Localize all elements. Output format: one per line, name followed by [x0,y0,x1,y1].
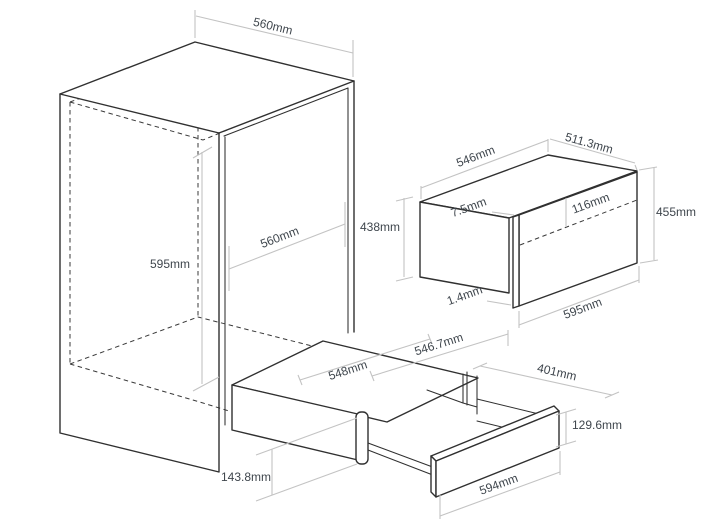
dim-label-drawer-inner-width: 546.7mm [413,330,465,358]
drawer-panel-side-strip [430,455,437,498]
dim-line-drawer-housing-width [299,338,431,381]
dim-line-unit-top-depth [549,138,636,164]
niche-top-inner-edge [223,87,349,137]
niche-inner-bottom-back [69,316,317,365]
dim-tick [638,166,658,171]
dim-label-niche-inner-depth: 560mm [258,224,300,251]
dim-line-drawer-extension [479,365,613,396]
dim-tick [472,362,488,370]
niche-front-outline [59,93,220,473]
dim-line-niche-inner-depth [228,223,346,270]
dim-label-drawer-front-height: 129.6mm [572,418,622,432]
drawer-pocket-floor-edge [426,389,464,404]
dim-tick [297,374,303,386]
unit-panel-reference-line [519,199,638,246]
drawer-front-bracket [355,411,369,465]
dim-tick [555,408,577,416]
dim-label-unit-bottom-gap: 1.4mm [445,282,484,308]
dim-line-unit-front-width [518,279,640,326]
dim-tick [427,333,433,345]
niche-inner-top-front-edges [69,86,332,141]
dim-tick [395,196,414,202]
dim-tick [192,146,213,159]
unit-view: 546mm 511.3mm 438mm 455mm 7.5mm 116mm 1.… [360,130,696,328]
dim-label-niche-height: 595mm [150,257,190,271]
dim-line-drawer-inner-width [371,333,509,377]
dim-label-unit-front-height: 455mm [656,205,696,219]
dim-label-drawer-plinth-height: 143.8mm [221,470,271,484]
dim-leader [486,300,512,306]
drawer-rail [367,449,439,478]
dim-ext [255,417,358,456]
dim-tick [192,376,220,392]
niche-top-face [59,41,355,134]
dim-line-niche-top-width [195,15,354,54]
dim-label-unit-top-depth: 511.3mm [564,130,615,157]
drawer-front-panel [435,410,560,498]
dim-tick [395,276,414,282]
unit-panel-side-strip [512,214,520,309]
dim-label-unit-body-height: 438mm [360,220,400,234]
dim-leader [491,211,515,216]
unit-side-face [419,201,510,294]
dim-line-unit-top-width [420,139,549,189]
dim-ext [255,463,358,502]
drawer-view: 548mm 546.7mm 401mm 143.8mm 594mm 129.6m… [221,330,622,519]
dim-label-unit-front-width: 595mm [561,295,603,322]
drawer-rail [367,442,439,470]
dim-tick [639,259,659,264]
dim-tick [369,370,375,382]
niche-inner-bottom-front [69,363,230,412]
dim-line-drawer-front-width [439,471,561,517]
dim-label-unit-top-width: 546mm [454,143,496,170]
drawer-pocket-floor-front [462,402,478,408]
dim-tick [604,391,620,399]
dim-ext [634,164,638,171]
dim-tick [555,440,577,448]
drawer-tray-top-edge [476,398,544,416]
